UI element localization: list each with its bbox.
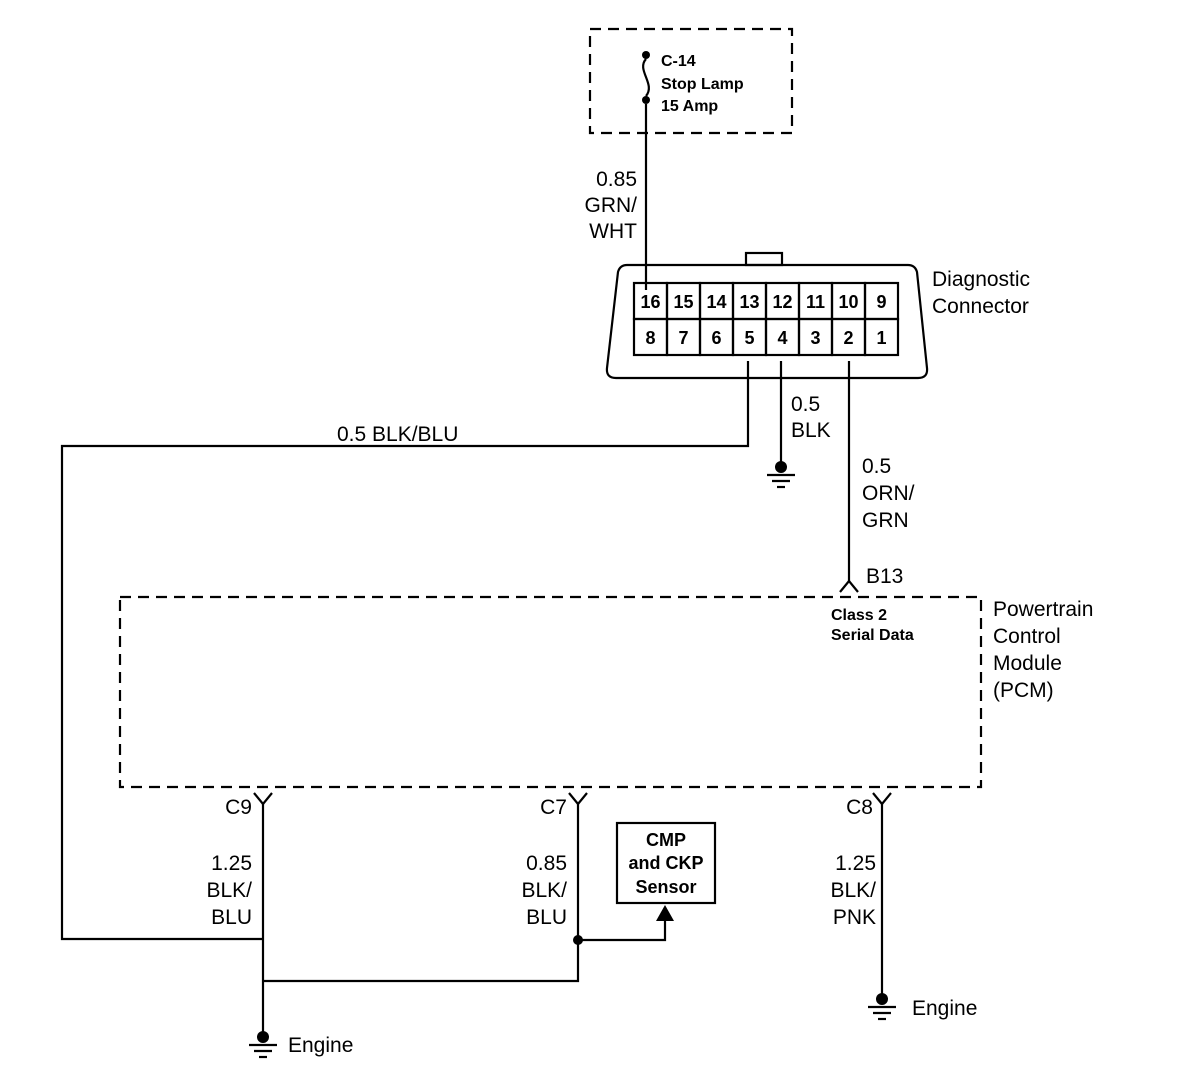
pcm-signal-line2: Serial Data [831, 627, 914, 644]
dlc-pin-7: 7 [665, 317, 702, 357]
cmp-ckp-sensor: CMP and CKP Sensor [615, 821, 717, 905]
dlc-pin-number: 14 [706, 292, 726, 312]
wire-pin2-color2: GRN [862, 509, 909, 532]
terminal-c7-label: C7 [540, 796, 567, 819]
wire-c7-gauge: 0.85 [526, 852, 567, 875]
dlc-pin-4: 4 [764, 317, 801, 357]
wire-c8-color1: BLK/ [830, 879, 876, 902]
pcm-module: Class 2 Serial Data Powertrain Control M… [118, 595, 1093, 789]
dlc-pin-number: 16 [640, 292, 660, 312]
fuse-icon [642, 51, 650, 104]
fuse-name: C-14 [661, 53, 696, 70]
dlc-pin-cell [863, 317, 900, 357]
pcm-outline [118, 595, 983, 789]
sensor-box [615, 821, 717, 905]
terminal-c8-icon [872, 792, 892, 806]
dlc-pin-15: 15 [665, 281, 702, 321]
dlc-pin-number: 5 [744, 328, 754, 348]
fuse-rating: 15 Amp [661, 98, 718, 115]
fuse-circuit: Stop Lamp [661, 76, 744, 93]
wire-c7-color2: BLU [526, 906, 567, 929]
dlc-pin-number: 1 [876, 328, 886, 348]
dlc-pin-3: 3 [797, 317, 834, 357]
pcm-title-line1: Powertrain [993, 598, 1093, 621]
dlc-pin-14: 14 [698, 281, 735, 321]
wire-pin2-color1: ORN/ [862, 482, 915, 505]
sensor-line2: and CKP [628, 853, 703, 873]
dlc-pin-number: 2 [843, 328, 853, 348]
ground-right-label: Engine [912, 997, 977, 1020]
terminal-b13-label: B13 [866, 565, 903, 588]
dlc-pin-16: 16 [632, 281, 669, 321]
wire-fuse-color2: WHT [589, 220, 637, 243]
wire-pin5 [60, 361, 750, 941]
ground-right-icon [868, 993, 896, 1021]
wire-pin4-gauge: 0.5 [791, 393, 820, 416]
dlc-pin-13: 13 [731, 281, 768, 321]
dlc-pin-number: 10 [838, 292, 858, 312]
sensor-arrow-icon [656, 905, 674, 921]
dlc-pin-8: 8 [632, 317, 669, 357]
fuse-box: C-14 Stop Lamp 15 Amp [588, 27, 794, 135]
dlc-title-line2: Connector [932, 295, 1029, 318]
pcm-title-line3: Module [993, 652, 1062, 675]
dlc-pin-11: 11 [797, 281, 834, 321]
dlc-pin-number: 4 [777, 328, 787, 348]
fuse-box-outline [588, 27, 794, 135]
dlc-pin-1: 1 [863, 317, 900, 357]
ground-left-icon [249, 1031, 277, 1059]
wire-c9-color2: BLU [211, 906, 252, 929]
wire-to-sensor [578, 918, 667, 942]
terminal-c8-label: C8 [846, 796, 873, 819]
wire-c9-gauge: 1.25 [211, 852, 252, 875]
dlc-pin-6: 6 [698, 317, 735, 357]
dlc-pin-number: 7 [678, 328, 688, 348]
terminal-b13-icon [839, 579, 859, 593]
wire-c7 [263, 804, 580, 983]
dlc-key-tab [744, 251, 784, 267]
wire-pin5-label: 0.5 BLK/BLU [337, 423, 458, 446]
wire-pin4-color: BLK [791, 419, 831, 442]
wire-fuse-gauge: 0.85 [596, 168, 637, 191]
dlc-pin-number: 9 [876, 292, 886, 312]
ground-left-label: Engine [288, 1034, 353, 1057]
wire-c7-color1: BLK/ [521, 879, 567, 902]
pcm-signal-line1: Class 2 [831, 607, 887, 624]
wire-pin2-gauge: 0.5 [862, 455, 891, 478]
terminal-c7-icon [568, 792, 588, 806]
wire-fuse-color1: GRN/ [585, 194, 638, 217]
pcm-title-line4: (PCM) [993, 679, 1054, 702]
terminal-c9-icon [253, 792, 273, 806]
dlc-pin-number: 6 [711, 328, 721, 348]
dlc-housing [605, 263, 929, 380]
dlc-pin-number: 12 [772, 292, 792, 312]
dlc-pin-12: 12 [764, 281, 801, 321]
dlc-pin-10: 10 [830, 281, 867, 321]
dlc-pin-number: 11 [806, 292, 825, 312]
dlc-pin-grid: 16 15 14 13 12 11 10 9 8 7 6 5 4 3 2 1 [632, 281, 900, 357]
dlc-pin-5: 5 [731, 317, 768, 357]
wire-c8-color2: PNK [833, 906, 876, 929]
dlc-pin-number: 15 [673, 292, 693, 312]
pcm-title-line2: Control [993, 625, 1061, 648]
terminal-c9-label: C9 [225, 796, 252, 819]
dlc-pin-9: 9 [863, 281, 900, 321]
sensor-line3: Sensor [635, 877, 696, 897]
dlc-pin-number: 3 [810, 328, 820, 348]
sensor-line1: CMP [646, 830, 686, 850]
wire-c8-gauge: 1.25 [835, 852, 876, 875]
wire-c9-color1: BLK/ [206, 879, 252, 902]
ground-dlc-icon [767, 461, 795, 489]
dlc-pin-number: 8 [645, 328, 655, 348]
dlc-title-line1: Diagnostic [932, 268, 1030, 291]
dlc-pin-2: 2 [830, 317, 867, 357]
diagnostic-connector: 16 15 14 13 12 11 10 9 8 7 6 5 4 3 2 1 Diagnostic Conne… [605, 251, 1030, 380]
dlc-pin-number: 13 [739, 292, 759, 312]
